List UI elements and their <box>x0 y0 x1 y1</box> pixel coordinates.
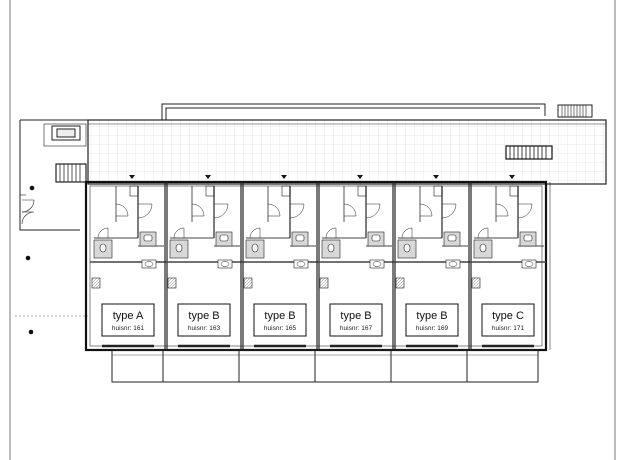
meter-cupboard <box>167 277 177 289</box>
grid-marker <box>25 255 31 261</box>
unit-5: type B huisnr: 169 <box>392 175 470 350</box>
entry-marker <box>509 175 515 179</box>
meter-cupboard <box>243 277 253 289</box>
sink <box>447 234 457 242</box>
toilet <box>327 243 335 253</box>
door-swing <box>173 227 185 239</box>
meter-cupboard <box>319 277 329 289</box>
door-swing <box>97 227 109 239</box>
meter-cupboard <box>395 277 405 289</box>
sink <box>217 259 233 269</box>
grid-marker <box>28 329 34 335</box>
toilet <box>99 243 107 253</box>
sink <box>293 259 309 269</box>
closet <box>509 185 519 197</box>
sink <box>295 234 305 242</box>
terrace-dividers <box>162 350 468 382</box>
sink <box>219 234 229 242</box>
unit-label-box <box>405 303 459 337</box>
unit-house-number: huisnr: 161 <box>112 325 145 332</box>
closet <box>205 185 215 197</box>
door-swing <box>441 203 457 219</box>
unit-1: type A huisnr: 161 <box>90 175 166 348</box>
entry-marker <box>129 175 135 179</box>
entrance-doors <box>20 194 35 225</box>
sink <box>521 259 537 269</box>
sink <box>369 259 385 269</box>
unit-label-box <box>177 303 231 337</box>
unit-type-label: type B <box>340 310 371 322</box>
door-swing <box>115 203 129 217</box>
door-swing <box>419 203 433 217</box>
toilet <box>251 243 259 253</box>
door-swing <box>325 227 337 239</box>
basin <box>144 261 154 267</box>
basin <box>296 261 306 267</box>
closet <box>281 185 291 197</box>
entrance-wing <box>19 119 88 231</box>
door-swing <box>213 203 229 219</box>
meter-cupboard <box>91 277 101 289</box>
door-swing <box>137 203 153 219</box>
unit-house-number: huisnr: 169 <box>416 325 449 332</box>
unit-type-label: type B <box>188 310 219 322</box>
entry-marker <box>357 175 363 179</box>
basin <box>524 261 534 267</box>
entry-marker <box>281 175 287 179</box>
roof-stair <box>561 105 587 117</box>
door-swing <box>343 203 357 217</box>
unit-4: type B huisnr: 167 <box>316 175 394 350</box>
grid-marker <box>29 185 35 191</box>
sink <box>445 259 461 269</box>
door-swing <box>517 203 533 219</box>
entry-marker <box>433 175 439 179</box>
sink <box>143 234 153 242</box>
closet <box>357 185 367 197</box>
door-swing <box>289 203 305 219</box>
unit-label-box <box>253 303 307 337</box>
entrance-stair <box>55 163 87 183</box>
terrace-strip <box>111 349 539 383</box>
unit-type-label: type B <box>264 310 295 322</box>
meter-cupboard <box>471 277 481 289</box>
basin <box>220 261 230 267</box>
toilet <box>403 243 411 253</box>
entry-marker <box>205 175 211 179</box>
unit-label-box <box>329 303 383 337</box>
unit-type-label: type A <box>113 310 144 322</box>
closet <box>129 185 139 197</box>
toilet <box>175 243 183 253</box>
roof-outline <box>161 103 593 120</box>
door-swing <box>267 203 281 217</box>
unit-label-box <box>101 303 155 337</box>
door-swing <box>191 203 205 217</box>
sink <box>371 234 381 242</box>
unit-3: type B huisnr: 165 <box>240 175 318 350</box>
unit-house-number: huisnr: 171 <box>492 325 525 332</box>
toilet <box>479 243 487 253</box>
door-swing <box>477 227 489 239</box>
door-swing <box>401 227 413 239</box>
building-inner-outline <box>89 185 543 347</box>
unit-house-number: huisnr: 167 <box>340 325 373 332</box>
unit-house-number: huisnr: 165 <box>264 325 297 332</box>
basin <box>372 261 382 267</box>
unit-type-label: type B <box>416 310 447 322</box>
door-swing <box>495 203 509 217</box>
unit-2: type B huisnr: 163 <box>164 175 242 350</box>
sink <box>523 234 533 242</box>
door-swing <box>365 203 381 219</box>
basin <box>448 261 458 267</box>
unit-type-label: type C <box>492 310 524 322</box>
gallery-stair <box>505 145 553 160</box>
unit-house-number: huisnr: 163 <box>188 325 221 332</box>
unit-6: type C huisnr: 171 <box>468 175 546 350</box>
closet <box>433 185 443 197</box>
door-swing <box>249 227 261 239</box>
sink <box>141 259 157 269</box>
unit-label-box <box>481 303 535 337</box>
